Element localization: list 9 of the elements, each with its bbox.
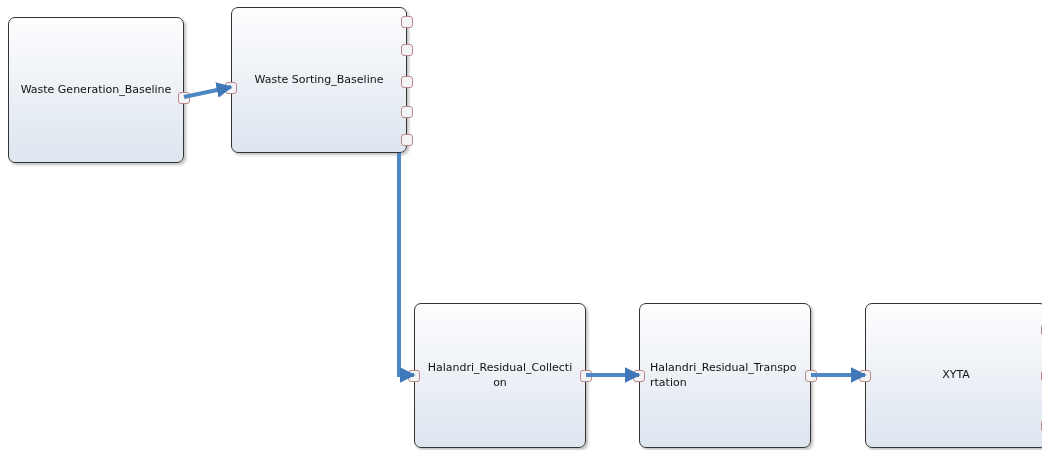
node-label: Waste Generation_Baseline: [20, 82, 172, 98]
arrow: [811, 367, 867, 383]
arrow: [397, 153, 416, 383]
node-label: XYTA: [942, 368, 970, 383]
node-label: Waste Sorting_Baseline: [254, 72, 384, 88]
arrow: [183, 82, 233, 99]
node-label: Halandri_Residual_Transportation: [650, 360, 798, 391]
arrow: [586, 367, 641, 383]
node-label: Halandri_Residual_Collection: [426, 360, 574, 391]
